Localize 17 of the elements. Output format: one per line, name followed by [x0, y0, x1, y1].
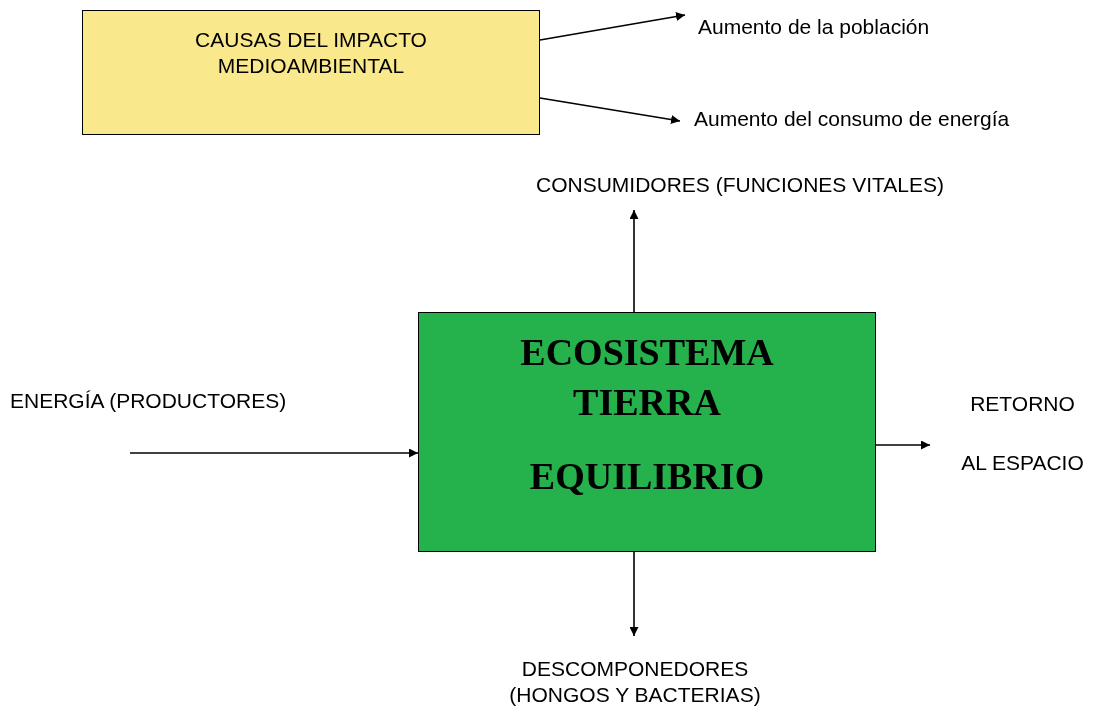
- label-text: CONSUMIDORES (FUNCIONES VITALES): [536, 172, 944, 198]
- label-text: DESCOMPONEDORES (HONGOS Y BACTERIAS): [508, 656, 762, 709]
- arrow: [629, 209, 639, 313]
- process-box: [82, 10, 540, 135]
- label-text: CAUSAS DEL IMPACTO MEDIOAMBIENTAL: [194, 27, 428, 80]
- arrow: [539, 12, 686, 41]
- label-text: ENERGÍA (PRODUCTORES): [9, 388, 288, 414]
- system-box: [418, 312, 876, 552]
- arrow: [539, 97, 681, 124]
- label-text: Aumento de la población: [697, 14, 931, 40]
- label-text: Aumento del consumo de energía: [693, 106, 1011, 132]
- arrow: [875, 440, 931, 450]
- system-title: ECOSISTEMA TIERRA: [519, 330, 775, 426]
- state-label: EQUILIBRIO: [529, 454, 765, 500]
- arrow: [129, 448, 419, 458]
- arrow: [629, 551, 639, 637]
- label-text: RETORNO AL ESPACIO: [960, 391, 1085, 476]
